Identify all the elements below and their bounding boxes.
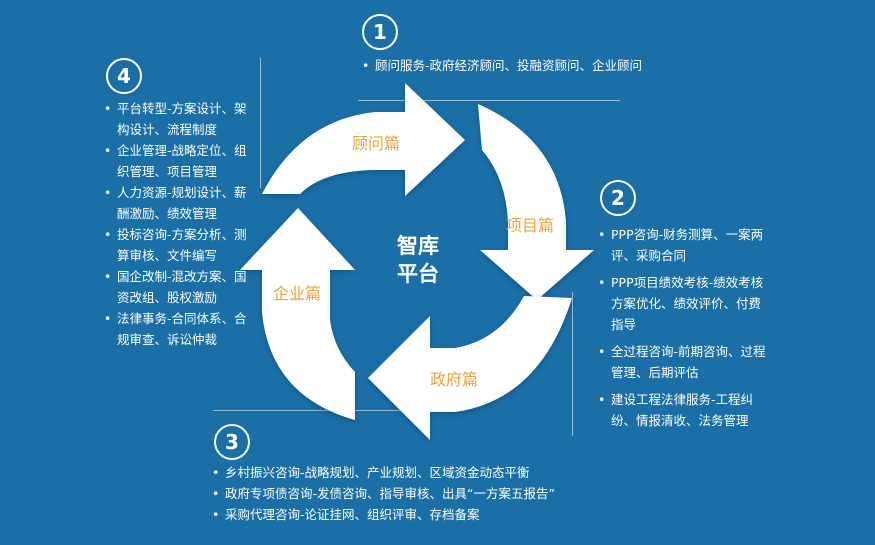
center-title: 智库 平台 bbox=[388, 232, 448, 288]
list-item: 国企改制-混改方案、国资改组、股权激励 bbox=[104, 266, 250, 308]
section-1: 顾问服务-政府经济顾问、投融资顾问、企业顾问 bbox=[362, 55, 682, 76]
section-number-4: 4 bbox=[106, 58, 142, 94]
arrow-left bbox=[240, 208, 355, 420]
section-4: 平台转型-方案设计、架构设计、流程制度 企业管理-战略定位、组织管理、项目管理 … bbox=[104, 98, 250, 350]
section-number-2: 2 bbox=[600, 180, 636, 216]
divider-line bbox=[358, 100, 620, 101]
list-item: 采购代理咨询-论证挂网、组织评审、存档备案 bbox=[212, 504, 632, 525]
list-item: PPP项目绩效考核-绩效考核方案优化、绩效评价、付费指导 bbox=[598, 272, 770, 335]
list-item: 法律事务-合同体系、合规审查、诉讼仲裁 bbox=[104, 308, 250, 350]
list-item: 政府专项债咨询-发债咨询、指导审核、出具“一方案五报告” bbox=[212, 483, 632, 504]
section-2: PPP咨询-财务测算、一案两评、采购合同 PPP项目绩效考核-绩效考核方案优化、… bbox=[598, 224, 770, 437]
list-item: 乡村振兴咨询-战略规划、产业规划、区域资金动态平衡 bbox=[212, 462, 632, 483]
list-item: 全过程咨询-前期咨询、过程管理、后期评估 bbox=[598, 341, 770, 383]
arrow-bottom bbox=[368, 296, 572, 440]
list-item: 企业管理-战略定位、组织管理、项目管理 bbox=[104, 140, 250, 182]
arrow-label-bottom: 政府篇 bbox=[430, 370, 479, 389]
arrow-label-left: 企业篇 bbox=[273, 284, 322, 303]
arrow-right bbox=[478, 104, 594, 300]
list-item: PPP咨询-财务测算、一案两评、采购合同 bbox=[598, 224, 770, 266]
list-item: 人力资源-规划设计、薪酬激励、绩效管理 bbox=[104, 182, 250, 224]
arrow-label-right: 项目篇 bbox=[506, 216, 555, 235]
center-title-line: 智库 bbox=[397, 234, 439, 258]
section-number-3: 3 bbox=[214, 424, 250, 460]
divider-line bbox=[260, 58, 261, 188]
list-item: 建设工程法律服务-工程纠纷、情报清收、法务管理 bbox=[598, 389, 770, 431]
divider-line bbox=[572, 292, 573, 436]
list-item: 投标咨询-方案分析、测算审核、文件编写 bbox=[104, 224, 250, 266]
arrow-label-top: 顾问篇 bbox=[352, 134, 401, 153]
section-number-1: 1 bbox=[362, 14, 398, 50]
list-item: 平台转型-方案设计、架构设计、流程制度 bbox=[104, 98, 250, 140]
arrow-top bbox=[262, 83, 465, 196]
section-3: 乡村振兴咨询-战略规划、产业规划、区域资金动态平衡 政府专项债咨询-发债咨询、指… bbox=[212, 462, 632, 525]
center-title-line: 平台 bbox=[397, 262, 439, 286]
list-item: 顾问服务-政府经济顾问、投融资顾问、企业顾问 bbox=[362, 55, 682, 76]
